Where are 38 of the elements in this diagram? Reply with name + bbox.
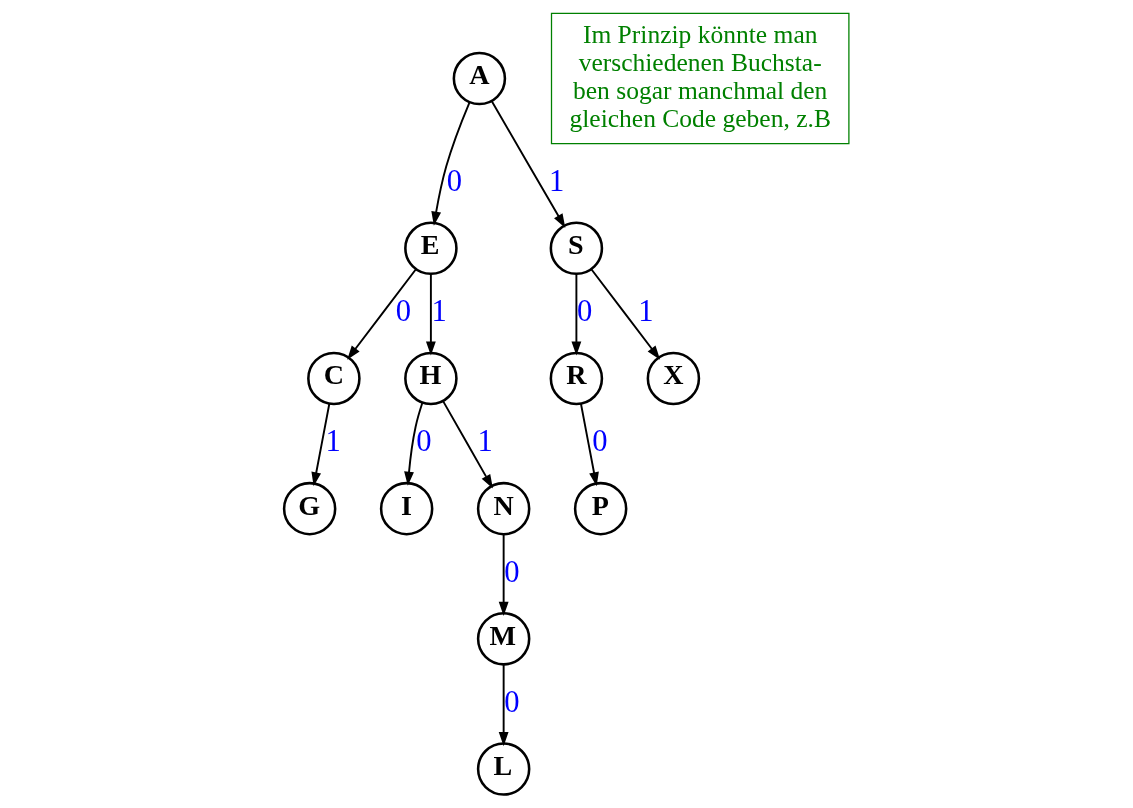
node-circle: R	[549, 351, 604, 406]
arrow	[404, 402, 424, 486]
node-circle: I	[379, 481, 434, 536]
edge-label: 1	[325, 424, 341, 459]
arrow	[580, 402, 599, 487]
arrow	[590, 268, 661, 360]
node-circle: H	[404, 351, 458, 406]
arrow	[311, 402, 331, 487]
arrow	[347, 268, 417, 360]
node-circle: P	[573, 481, 628, 536]
node-circle: G	[282, 481, 337, 536]
node-circle: M	[476, 612, 531, 666]
edge-label: 0	[395, 294, 412, 329]
node-circle: L	[476, 742, 531, 796]
node-circle: N	[476, 481, 531, 536]
edge-label: 1	[638, 294, 654, 329]
node-box: Im Prinzip könnte man verschiedenen Buchsta- ben sogar manchmal den gleichen Code geben, z.B	[550, 12, 850, 145]
arrow	[490, 100, 566, 228]
edge-label: 0	[416, 424, 432, 459]
arrow	[498, 533, 509, 616]
node-circle: A	[452, 51, 507, 106]
edge-label: 1	[431, 294, 447, 329]
node-circle: S	[549, 221, 604, 276]
node-circle: E	[404, 221, 458, 276]
node-circle: C	[307, 351, 361, 406]
edge-label: 0	[577, 294, 593, 329]
arrow	[498, 663, 509, 747]
node-circle: X	[646, 351, 701, 406]
edge-label: 0	[504, 554, 520, 589]
edge-label: 1	[548, 164, 565, 199]
arrow	[442, 400, 493, 489]
edge-label: 1	[477, 424, 493, 459]
edge-label: 0	[446, 164, 463, 199]
arrow	[571, 273, 582, 356]
arrow	[425, 273, 436, 356]
arrow	[431, 101, 471, 226]
edge-label: 0	[504, 684, 520, 719]
edge-label: 0	[592, 424, 608, 459]
